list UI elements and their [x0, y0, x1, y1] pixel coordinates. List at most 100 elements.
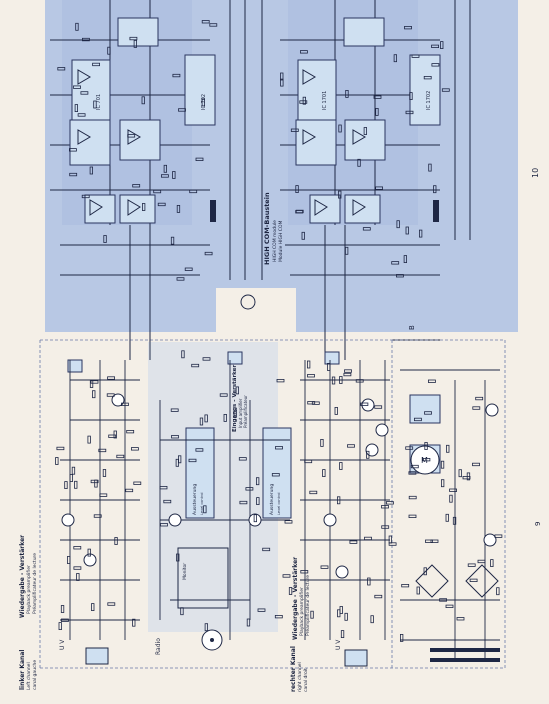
resistor-mark: [445, 604, 454, 608]
module-title: HIGH COM-Baustein: [263, 192, 271, 265]
resistor-mark: [77, 113, 86, 117]
module-subtitle-fr: Module HIGH COM: [278, 221, 284, 262]
resistor-mark: [440, 41, 444, 49]
resistor-mark: [172, 73, 181, 78]
right-playback-fr: Préamplificateur de lecture: [304, 575, 311, 636]
resistor-mark: [141, 203, 146, 211]
resistor-mark: [295, 209, 304, 214]
left-channel-fr: canal gauche: [32, 660, 38, 690]
resistor-mark: [160, 523, 168, 527]
resistor-mark: [423, 567, 427, 576]
resistor-mark: [87, 548, 91, 557]
resistor-mark: [282, 574, 291, 578]
resistor-mark: [160, 174, 169, 178]
resistor-mark: [92, 62, 100, 67]
resistor-mark: [401, 584, 410, 588]
resistor-mark: [490, 559, 494, 567]
resistor-mark: [209, 23, 218, 27]
resistor-mark: [300, 570, 309, 574]
resistor-mark: [132, 618, 136, 627]
tape-heads: [85, 647, 368, 667]
resistor-mark: [338, 190, 342, 199]
resistor-mark: [235, 386, 240, 395]
input-amp-fr: Préamplificateur: [243, 395, 248, 428]
resistor-mark: [427, 379, 436, 383]
resistor-mark: [262, 547, 271, 552]
resistor-mark: [74, 104, 78, 112]
resistor-mark: [424, 411, 432, 415]
resistor-mark: [441, 88, 450, 92]
monitor-label: Monitor: [182, 563, 188, 580]
resistor-mark: [418, 229, 423, 238]
resistor-mark: [114, 537, 118, 545]
radio-label: Radio: [155, 638, 162, 655]
resistor-mark: [126, 429, 135, 434]
resistor-mark: [320, 565, 329, 569]
resistor-mark: [290, 128, 299, 132]
resistor-mark: [433, 185, 437, 194]
level-control-left: Aussteuerung: [192, 484, 198, 515]
resistor-mark: [456, 617, 465, 621]
resistor-mark: [345, 90, 349, 98]
right-channel-en: right channel: [297, 662, 303, 692]
b-label: B: [408, 325, 416, 330]
resistor-mark: [355, 379, 364, 383]
resistor-mark: [385, 501, 394, 505]
resistor-mark: [73, 85, 81, 89]
resistor-mark: [431, 63, 440, 67]
resistor-mark: [195, 448, 204, 452]
resistor-mark: [239, 500, 248, 505]
resistor-mark: [393, 54, 398, 63]
resistor-mark: [184, 267, 193, 271]
resistor-mark: [374, 594, 383, 599]
input-amp-en: Input amplifier: [238, 398, 243, 428]
resistor-mark: [343, 372, 352, 377]
resistor-mark: [271, 473, 280, 477]
resistor-mark: [67, 556, 71, 564]
resistor-mark: [425, 539, 433, 543]
resistor-mark: [116, 454, 125, 459]
resistor-mark: [408, 495, 417, 500]
resistor-mark: [188, 458, 197, 463]
resistor-mark: [90, 380, 99, 384]
resistor-mark: [102, 469, 107, 477]
resistor-mark: [405, 226, 409, 235]
resistor-mark: [73, 546, 82, 550]
level-control-right: Aussteuerung: [269, 484, 275, 515]
resistor-mark: [477, 559, 486, 564]
resistor-mark: [370, 615, 374, 624]
resistor-mark: [176, 277, 185, 281]
resistor-mark: [157, 202, 166, 207]
resistor-mark: [69, 148, 77, 152]
rectifiers: [415, 564, 499, 598]
left-channel-label: linker Kanal: [19, 650, 26, 690]
resistor-mark: [76, 573, 80, 581]
resistor-mark: [309, 490, 318, 495]
resistor-mark: [367, 577, 371, 586]
resistor-mark: [91, 603, 95, 611]
page-mark-bottom: 9: [534, 522, 542, 526]
resistor-mark: [472, 462, 480, 467]
resistor-mark: [338, 124, 342, 133]
resistor-mark: [171, 435, 179, 439]
resistor-mark: [253, 514, 258, 523]
resistor-mark: [362, 227, 371, 231]
resistor-mark: [366, 450, 370, 459]
resistor-mark: [195, 157, 204, 162]
resistor-mark: [496, 587, 500, 596]
resistor-mark: [360, 402, 369, 406]
resistor-mark: [56, 446, 65, 451]
resistor-mark: [445, 513, 449, 522]
resistor-mark: [475, 396, 484, 401]
resistor-mark: [416, 586, 420, 595]
resistor-mark: [256, 497, 260, 506]
resistor-mark: [344, 246, 349, 255]
resistor-mark: [381, 525, 390, 529]
resistor-mark: [223, 413, 227, 422]
input-amp-title: Eingangs - Verstärker: [232, 365, 238, 432]
resistor-mark: [403, 255, 408, 264]
resistor-mark: [202, 357, 211, 361]
resistor-mark: [204, 251, 213, 256]
